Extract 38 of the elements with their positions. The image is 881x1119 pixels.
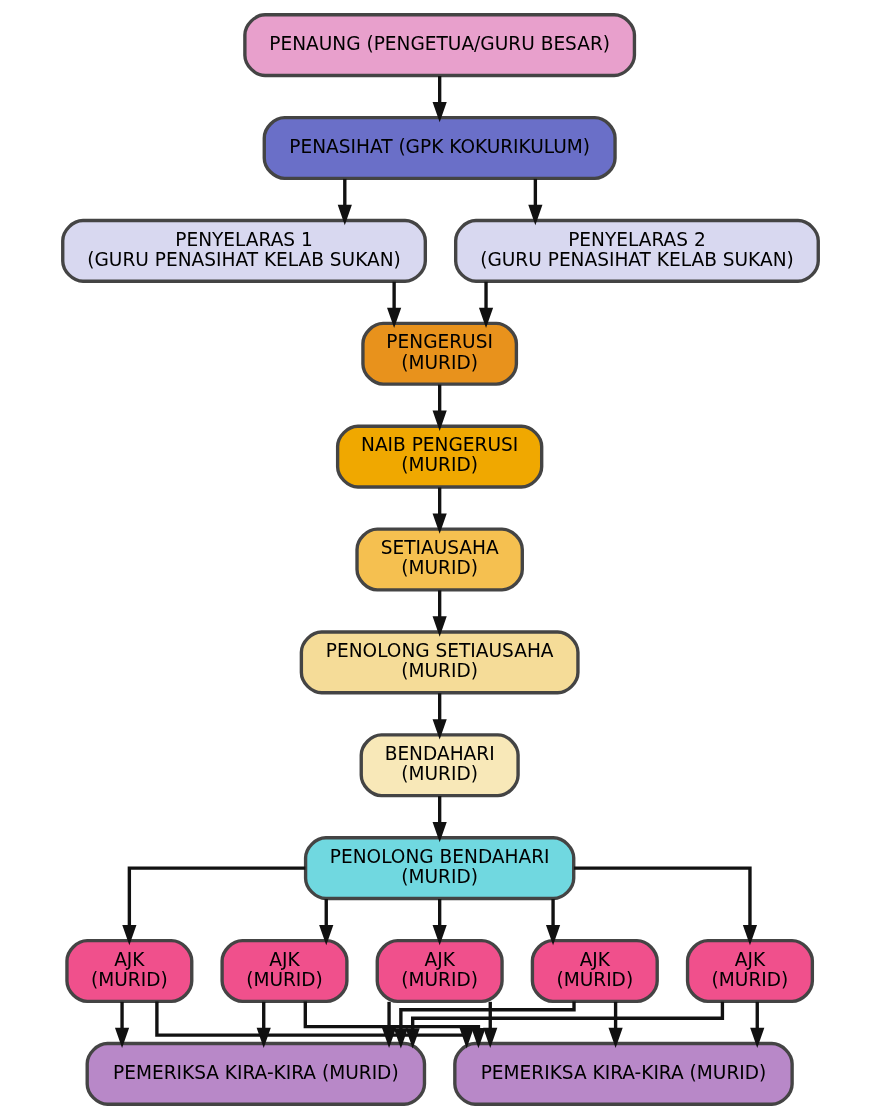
node-box: BENDAHARI (MURID) bbox=[359, 733, 520, 798]
node-box: SETIAUSAHA (MURID) bbox=[355, 527, 524, 592]
node-box: AJK (MURID) bbox=[375, 938, 504, 1004]
arrow bbox=[608, 1001, 623, 1049]
arrow bbox=[432, 590, 447, 637]
node-box: PENASIHAT (GPK KOKURIKULUM) bbox=[262, 115, 617, 181]
arrow bbox=[432, 693, 447, 740]
node-box: PEMERIKSA KIRA-KIRA (MURID) bbox=[453, 1041, 794, 1106]
arrow bbox=[750, 1001, 765, 1049]
arrow bbox=[478, 281, 494, 328]
arrow bbox=[381, 1001, 397, 1049]
arrow bbox=[337, 178, 352, 226]
node-box: PENOLONG SETIAUSAHA (MURID) bbox=[299, 630, 580, 695]
node-box: PEMERIKSA KIRA-KIRA (MURID) bbox=[85, 1041, 427, 1106]
node-box: AJK (MURID) bbox=[530, 938, 659, 1004]
arrow bbox=[432, 76, 447, 123]
node-box: PENGERUSI (MURID) bbox=[361, 321, 519, 386]
arrow bbox=[573, 866, 758, 946]
arrow bbox=[483, 1001, 498, 1049]
arrow bbox=[256, 1001, 271, 1049]
arrow bbox=[114, 1001, 130, 1049]
arrow bbox=[387, 281, 402, 328]
arrow bbox=[319, 898, 334, 946]
arrow bbox=[432, 487, 447, 534]
node-box: NAIB PENGERUSI (MURID) bbox=[335, 424, 544, 489]
node-box: PENOLONG BENDAHARI (MURID) bbox=[303, 836, 576, 901]
node-box: PENYELARAS 1 (GURU PENASIHAT KELAB SUKAN) bbox=[61, 218, 427, 283]
arrow bbox=[432, 898, 447, 946]
arrow bbox=[432, 796, 447, 843]
arrow bbox=[432, 384, 447, 431]
arrow bbox=[528, 178, 543, 226]
node-box: AJK (MURID) bbox=[220, 938, 349, 1004]
arrow bbox=[545, 898, 561, 946]
node-box: PENYELARAS 2 (GURU PENASIHAT KELAB SUKAN) bbox=[454, 218, 820, 283]
node-box: AJK (MURID) bbox=[65, 938, 194, 1004]
node-box: AJK (MURID) bbox=[685, 938, 815, 1004]
node-box: PENAUNG (PENGETUA/GURU BESAR) bbox=[243, 13, 637, 78]
arrow bbox=[122, 866, 306, 946]
